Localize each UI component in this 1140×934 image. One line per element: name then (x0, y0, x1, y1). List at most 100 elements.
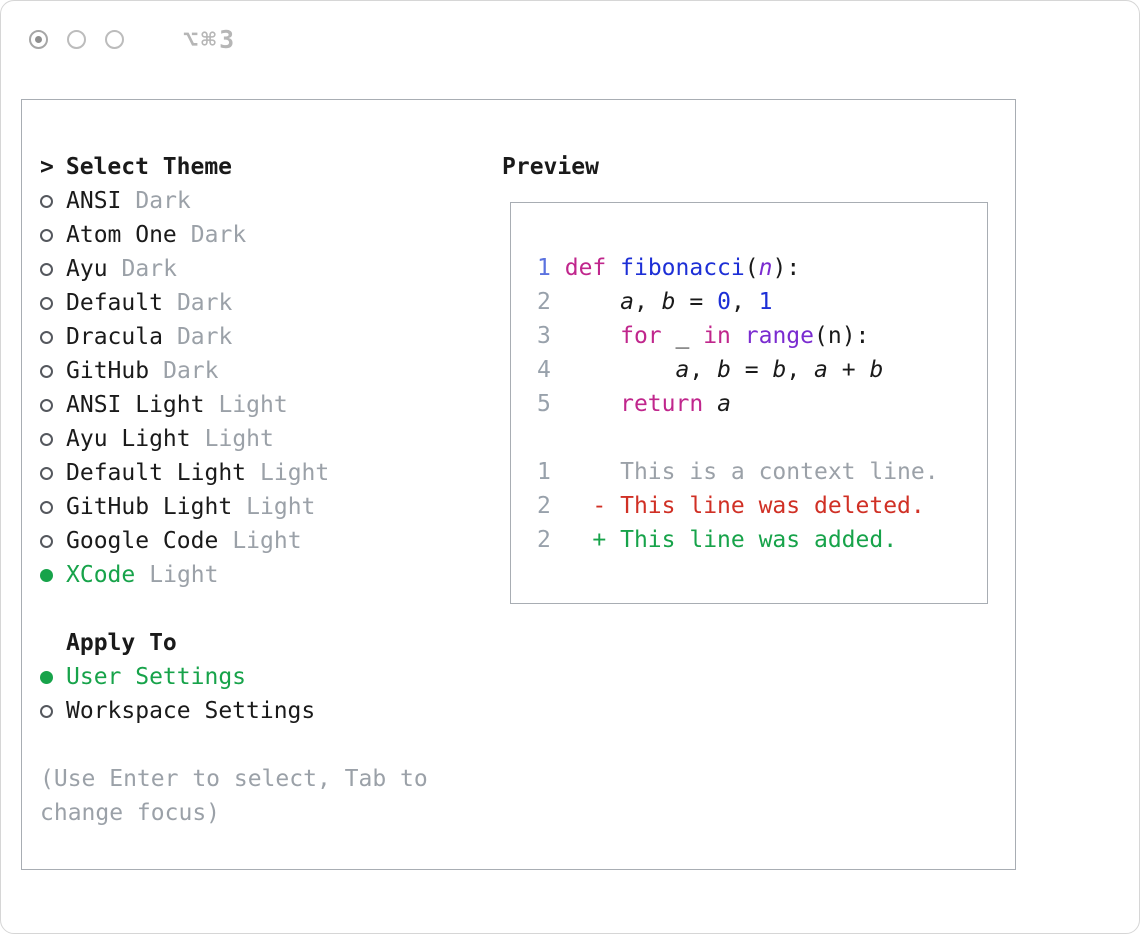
code-token: = (675, 289, 718, 315)
code-token (606, 255, 620, 281)
code-line (537, 421, 987, 455)
code-line: 2 + This line was added. (537, 523, 987, 557)
code-token: return (620, 391, 704, 417)
line-number: 1 (537, 255, 551, 281)
theme-variant-label: Light (246, 494, 316, 520)
apply-to-title: Apply To (66, 630, 177, 656)
radio-icon (40, 364, 53, 378)
theme-option-label: Ayu Light (66, 426, 191, 452)
radio-icon (40, 262, 53, 276)
theme-variant-label: Light (260, 460, 330, 486)
code-token (731, 323, 745, 349)
code-token: , (730, 289, 759, 315)
theme-option-label: XCode (66, 562, 136, 588)
theme-option-label: Default Light (66, 460, 247, 486)
theme-option-label: Dracula (66, 324, 163, 350)
code-token (703, 391, 717, 417)
code-token: 0 (717, 289, 731, 315)
apply-option[interactable]: User Settings (40, 660, 464, 694)
code-token: _ (661, 323, 704, 349)
theme-variant-label: Light (149, 562, 219, 588)
code-token: a (717, 391, 731, 417)
code-token (565, 391, 620, 417)
theme-option-label: Ayu (66, 256, 108, 282)
code-token (565, 357, 676, 383)
maximize-button[interactable] (105, 29, 124, 49)
code-token: a (675, 357, 690, 383)
close-button[interactable] (29, 29, 48, 49)
radio-icon (40, 500, 53, 514)
code-token: , (689, 357, 718, 383)
radio-icon (40, 228, 53, 242)
code-token: , (786, 357, 815, 383)
radio-icon (40, 466, 53, 480)
prompt-icon: > (40, 154, 54, 180)
radio-icon (40, 296, 53, 310)
theme-option-label: ANSI Light (66, 392, 205, 418)
code-line: 5 return a (537, 387, 987, 421)
code-token: a (620, 289, 634, 315)
theme-variant-label: Light (204, 426, 274, 452)
theme-option[interactable]: XCode Light (40, 558, 464, 592)
theme-list-title: Select Theme (65, 154, 233, 180)
code-token: in (703, 323, 731, 349)
theme-list-header: > Select Theme (40, 150, 464, 184)
code-token: b (772, 357, 787, 383)
code-token: 1 (758, 289, 773, 315)
code-line: 3 for _ in range(n): (537, 319, 987, 353)
line-number: 4 (537, 357, 551, 383)
theme-variant-label: Dark (163, 358, 219, 384)
apply-option-label: Workspace Settings (66, 698, 316, 724)
theme-option[interactable]: Ayu Light Light (40, 422, 464, 456)
theme-variant-label: Dark (190, 222, 247, 248)
code-line: 2 - This line was deleted. (537, 489, 987, 523)
code-token: a (814, 357, 828, 383)
theme-variant-label: Dark (176, 290, 233, 316)
code-token: + This line was added. (564, 527, 898, 553)
theme-option[interactable]: Default Light Light (40, 456, 464, 490)
preview-title: Preview (502, 154, 599, 180)
minimize-button[interactable] (67, 29, 86, 49)
code-token: b (661, 289, 676, 315)
theme-option-label: GitHub Light (66, 494, 233, 520)
code-line: 1 def fibonacci(n): (537, 251, 987, 285)
code-token: for (620, 323, 662, 349)
code-token (565, 323, 620, 349)
theme-option[interactable]: Dracula Dark (40, 320, 464, 354)
radio-selected-icon (40, 568, 53, 582)
code-line: 1 This is a context line. (537, 455, 987, 489)
radio-selected-icon (40, 670, 53, 684)
line-number: 1 (537, 459, 551, 485)
line-number: 2 (537, 527, 551, 553)
titlebar: ⌥⌘3 (1, 1, 1139, 77)
line-number: 5 (537, 391, 551, 417)
code-token: b (869, 357, 884, 383)
apply-option[interactable]: Workspace Settings (40, 694, 464, 728)
theme-option[interactable]: Ayu Dark (40, 252, 464, 286)
code-line: 2 a, b = 0, 1 (537, 285, 987, 319)
code-token: range (744, 323, 815, 349)
theme-variant-label: Dark (121, 256, 177, 282)
radio-icon (40, 432, 53, 446)
theme-option[interactable]: GitHub Light Light (40, 490, 464, 524)
theme-variant-label: Dark (176, 324, 233, 350)
code-token: n (758, 255, 773, 281)
code-token: This is a context line. (564, 459, 939, 485)
code-token: , (633, 289, 662, 315)
line-number: 3 (537, 323, 551, 349)
theme-option-label: Google Code (66, 528, 219, 554)
line-number: 2 (537, 493, 551, 519)
code-token: = (730, 357, 773, 383)
